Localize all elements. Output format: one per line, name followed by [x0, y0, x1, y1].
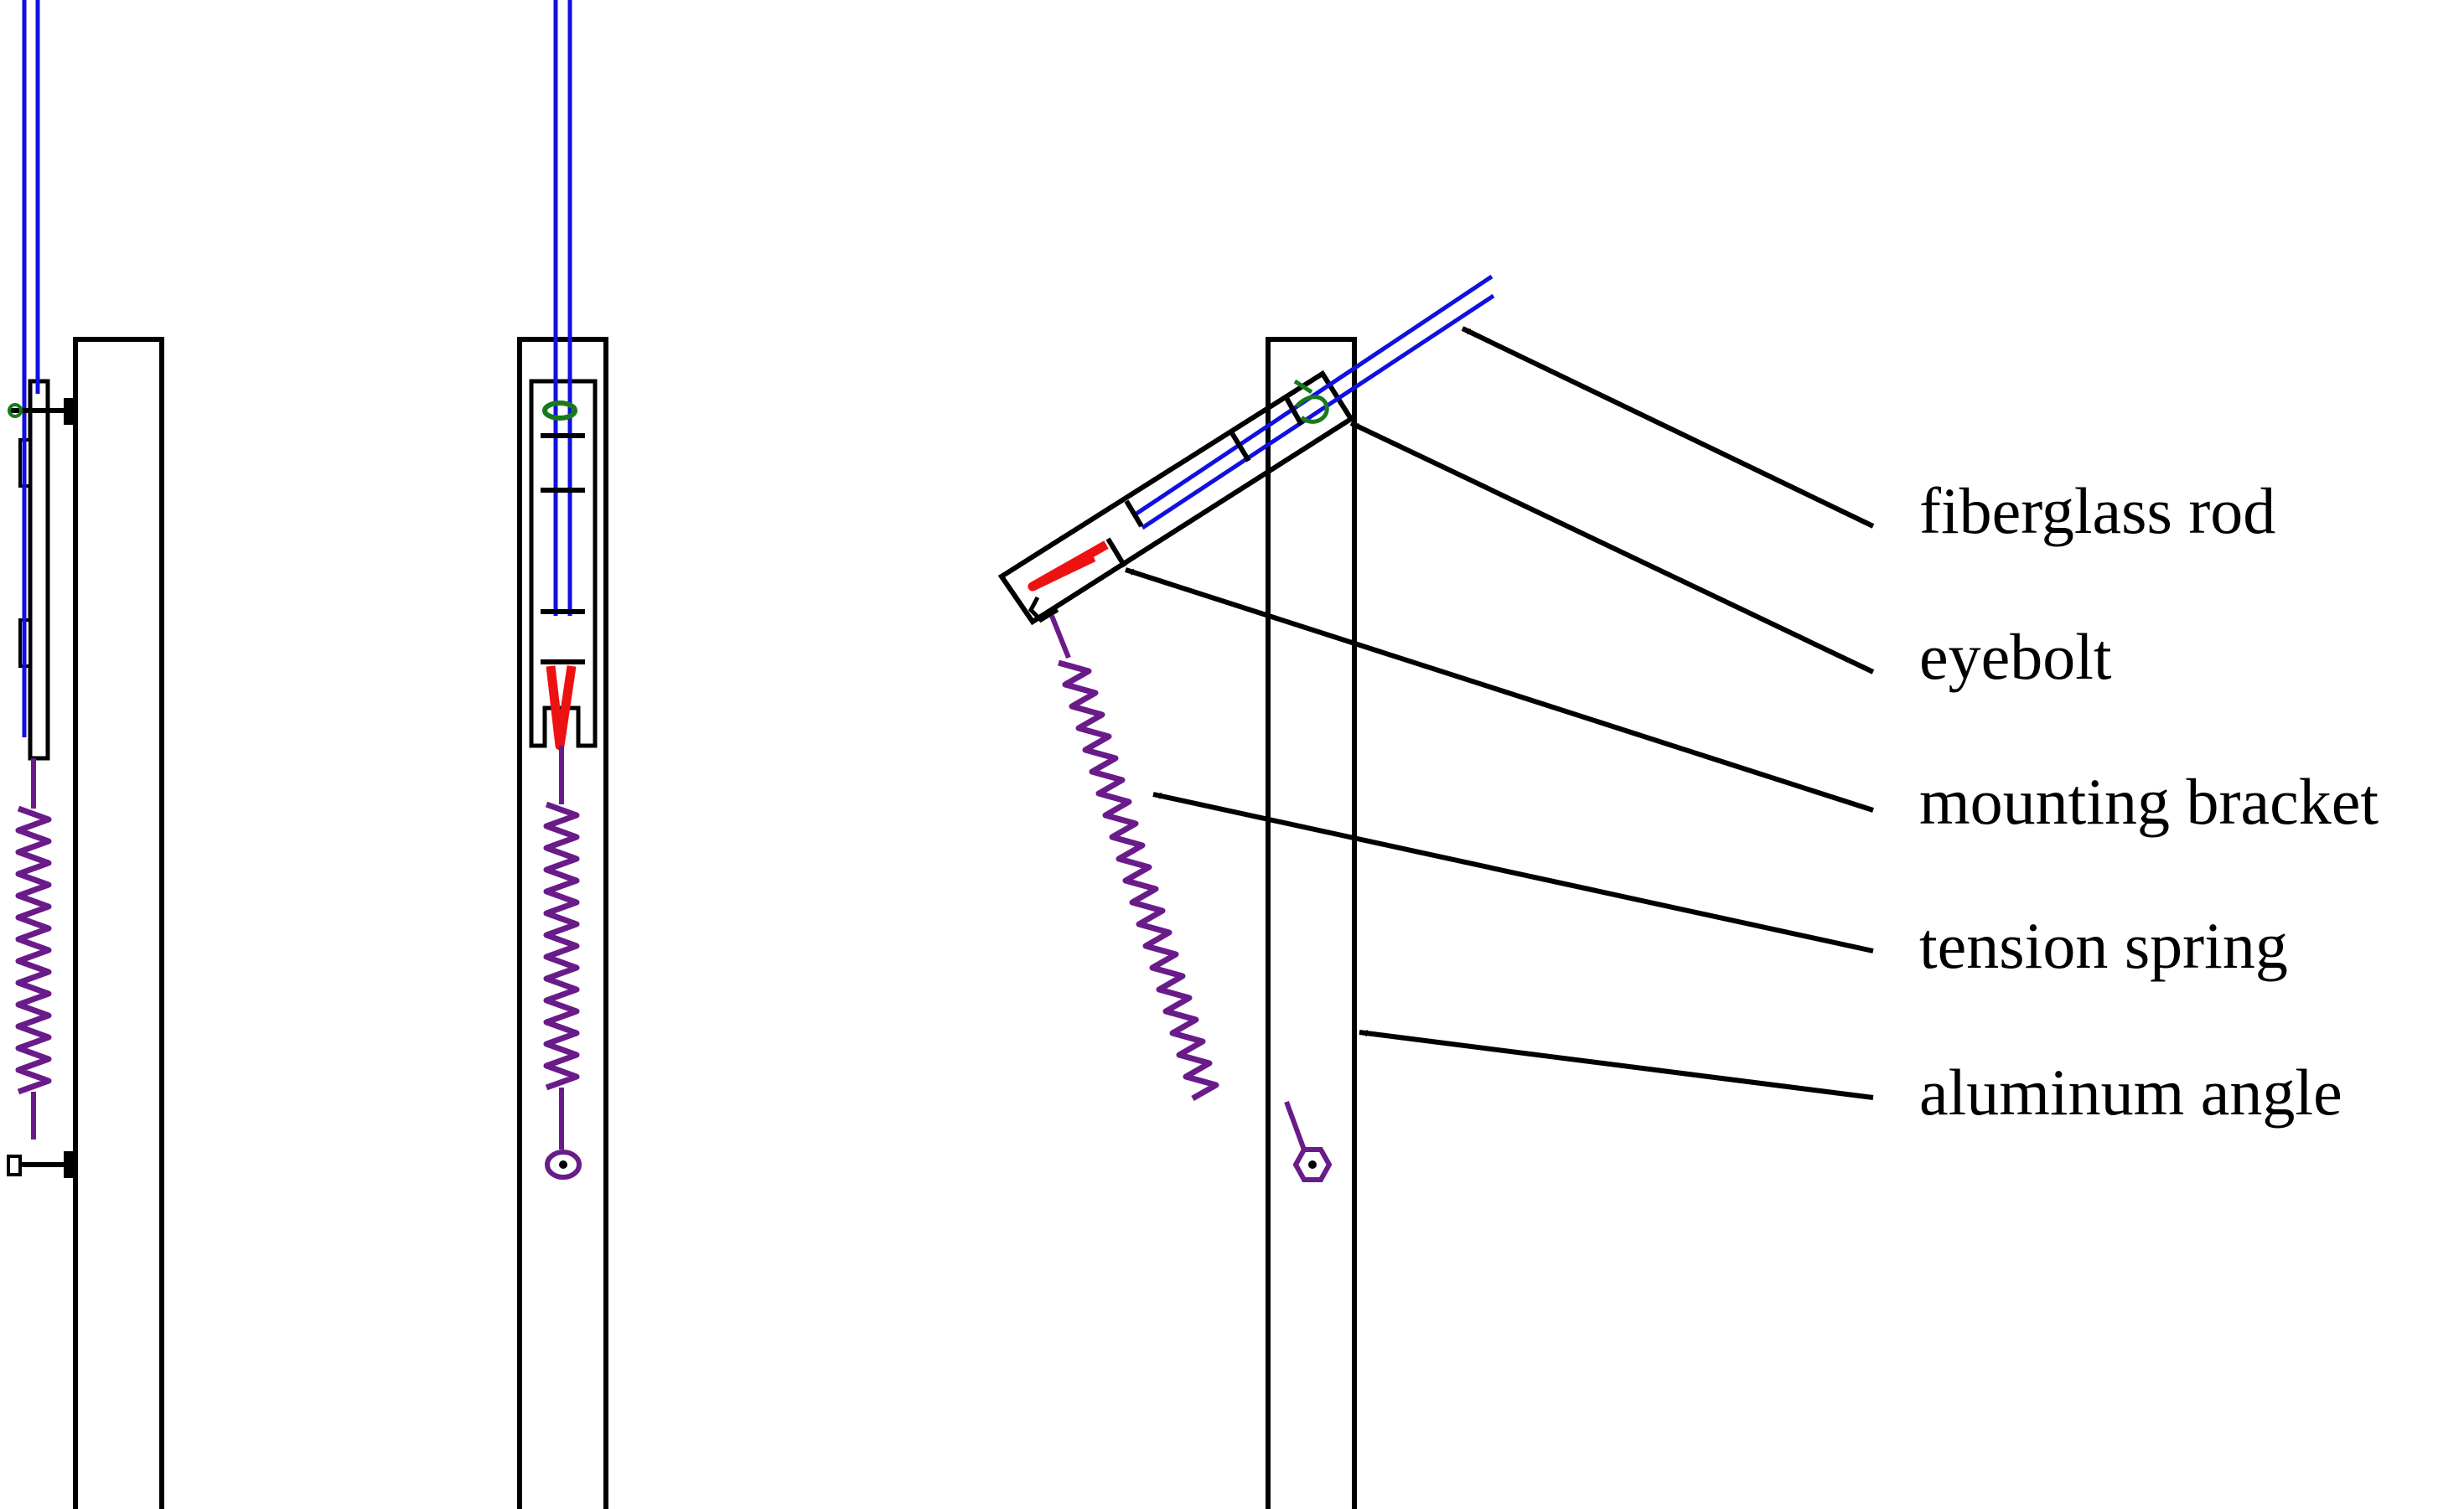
fiberglass-rod-deflected-b [1141, 293, 1495, 530]
spring-hook-deflected [1284, 1100, 1307, 1154]
mounting-bracket-deflected [997, 369, 1355, 626]
aluminum-angle-side [73, 337, 164, 1509]
arrow-eyebolt [1349, 421, 1875, 674]
mounting-bracket-front [529, 379, 598, 748]
tension-spring-side [15, 805, 52, 1095]
label-fiberglass-rod: fiberglass rod [1919, 474, 2275, 547]
aluminum-angle-front [517, 337, 608, 1509]
rod-clamp-d3 [1229, 432, 1251, 463]
spring-link-deflected [1049, 614, 1071, 659]
anchor-eye-deflected [1292, 1147, 1333, 1182]
eyebolt-deflected [1293, 379, 1329, 424]
label-eyebolt: eyebolt [1919, 620, 2112, 693]
front-view [517, 0, 608, 1509]
anchor-eye-front [545, 1150, 582, 1180]
tension-spring-front [543, 801, 580, 1091]
label-aluminum-angle: aluminum angle [1919, 1056, 2342, 1129]
spring-clip-deflected [1028, 540, 1109, 592]
aluminum-angle-deflected [1266, 337, 1357, 1509]
rod-clamp-d2 [1124, 499, 1144, 528]
anchor-bolt-deflected [1308, 1160, 1317, 1169]
label-mounting-bracket: mounting bracket [1919, 765, 2379, 838]
eyebolt-nut-upper [64, 398, 77, 425]
arrow-aluminum-angle [1359, 1030, 1874, 1100]
tension-spring-deflected [1058, 659, 1219, 1102]
side-view [7, 0, 164, 1509]
anchor-bolt-nut-side [64, 1151, 77, 1178]
spring-bracket-hook [1028, 596, 1059, 623]
arrow-fiberglass-rod [1461, 326, 1875, 529]
rod-clamp-d1 [1105, 537, 1127, 568]
deflected-view [997, 274, 1495, 1509]
eyebolt-eye-side [8, 403, 23, 418]
labels: fiberglass rod eyebolt mounting bracket … [1919, 474, 2379, 1129]
rod-clamp-d4 [1284, 396, 1304, 426]
label-tension-spring: tension spring [1919, 909, 2288, 982]
spring-clip-front [546, 665, 577, 751]
anchor-bolt-front [559, 1160, 567, 1169]
eyebolt-front [542, 401, 577, 421]
leader-arrows [1125, 326, 1875, 1100]
arrow-mounting-bracket [1125, 567, 1874, 813]
mounting-bracket-side [28, 379, 50, 761]
anchor-bolt-head-side [7, 1155, 22, 1176]
arrow-tension-spring [1152, 792, 1874, 953]
